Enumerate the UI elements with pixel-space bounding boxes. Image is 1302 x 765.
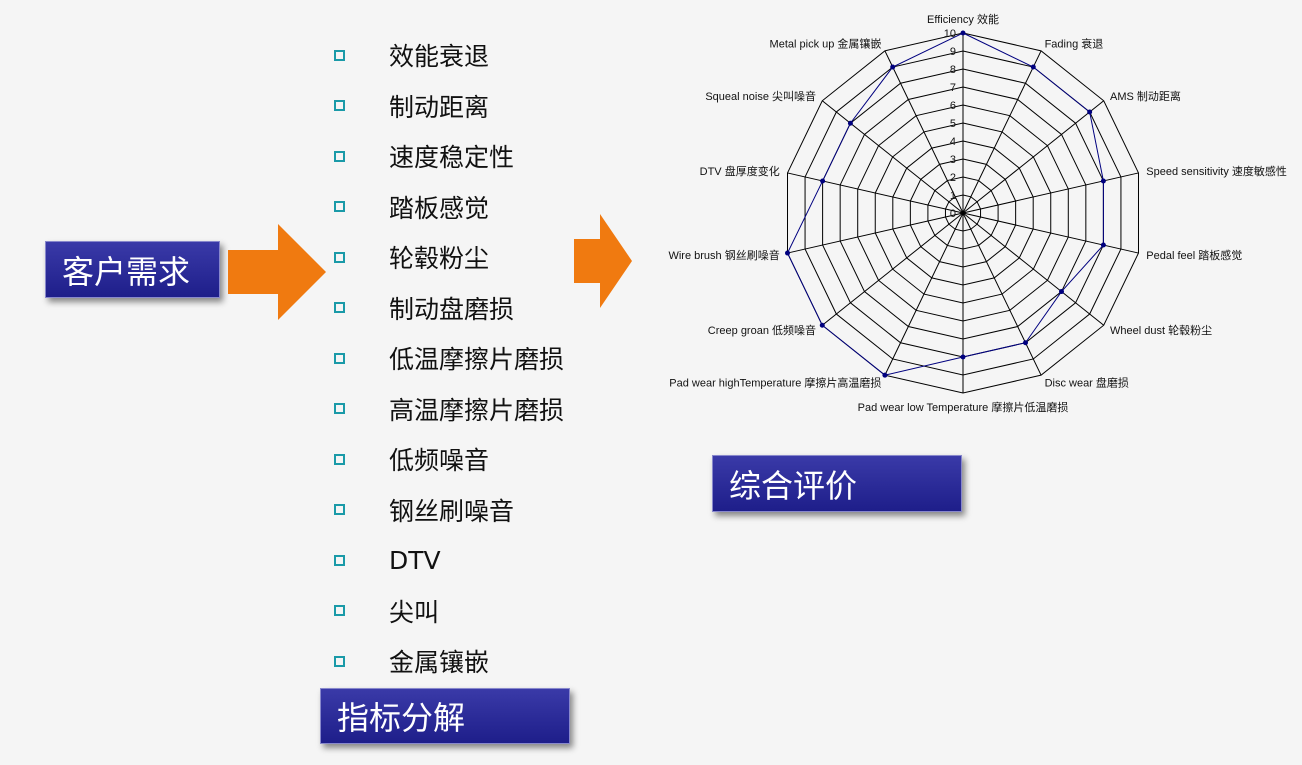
indicator-list: 效能衰退制动距离速度稳定性踏板感觉轮毂粉尘制动盘磨损低温摩擦片磨损高温摩擦片磨损…	[334, 30, 564, 687]
tick-label: 9	[950, 46, 956, 58]
tick-label: 3	[950, 154, 956, 166]
axis-label: AMS 制动距离	[1110, 89, 1181, 103]
axis-label: Squeal noise 尖叫噪音	[705, 89, 816, 103]
bullet-icon	[334, 251, 345, 263]
arrow-right-icon	[574, 214, 632, 308]
axis-label: Pad wear highTemperature 摩擦片高温磨损	[669, 375, 881, 389]
tick-label: 4	[950, 136, 956, 148]
axis-label: Wire brush 钢丝刷噪音	[668, 248, 779, 262]
tick-label: 5	[950, 118, 956, 130]
bullet-icon	[334, 554, 345, 566]
tick-label: 7	[950, 82, 956, 94]
list-item: DTV	[334, 535, 564, 586]
axis-label: Fading 衰退	[1045, 37, 1104, 51]
item-label: 踏板感觉	[389, 193, 490, 223]
bullet-icon	[334, 49, 345, 61]
item-label: 尖叫	[389, 597, 440, 627]
tick-label: 8	[950, 64, 956, 76]
list-item: 踏板感觉	[334, 182, 564, 233]
item-label: 金属镶嵌	[389, 648, 490, 678]
data-point	[960, 354, 966, 360]
data-point	[1100, 242, 1106, 248]
item-label: 高温摩擦片磨损	[389, 395, 565, 425]
list-item: 金属镶嵌	[334, 636, 564, 687]
bullet-icon	[334, 453, 345, 465]
arrow-right-icon	[228, 224, 326, 320]
axis-line	[787, 172, 964, 214]
data-point	[890, 64, 896, 70]
data-point	[1100, 178, 1106, 184]
item-label: 轮毂粉尘	[389, 244, 490, 274]
bullet-icon	[334, 150, 345, 162]
data-point	[847, 120, 853, 126]
axis-label: Speed sensitivity 速度敏感性	[1146, 164, 1287, 178]
list-item: 效能衰退	[334, 30, 564, 81]
data-point	[1059, 289, 1065, 295]
axis-label: Pedal feel 踏板感觉	[1146, 248, 1242, 262]
bullet-icon	[334, 302, 345, 314]
axis-line	[962, 50, 1042, 214]
axis-label: Pad wear low Temperature 摩擦片低温磨损	[858, 400, 1069, 414]
item-label: 效能衰退	[389, 42, 490, 72]
item-label: 速度稳定性	[389, 143, 515, 173]
item-label: 钢丝刷噪音	[389, 496, 515, 526]
item-label: DTV	[389, 545, 441, 575]
radar-chart: Efficiency 效能 Fading 衰退 AMS 制动距离 Speed sens…	[668, 12, 1287, 414]
list-item: 高温摩擦片磨损	[334, 384, 564, 435]
list-item: 低温摩擦片磨损	[334, 333, 564, 384]
data-point	[960, 30, 966, 36]
bullet-icon	[334, 201, 345, 213]
overall-evaluation-box: 综合评价	[712, 455, 962, 512]
series-line	[786, 32, 1104, 376]
list-item: 速度稳定性	[334, 131, 564, 182]
bullet-icon	[334, 100, 345, 112]
data-point	[785, 250, 791, 256]
item-label: 低温摩擦片磨损	[389, 345, 565, 375]
data-point	[1087, 109, 1093, 115]
axis-line	[962, 212, 1042, 376]
axis-line	[884, 212, 964, 376]
list-item: 制动盘磨损	[334, 283, 564, 334]
list-item: 尖叫	[334, 586, 564, 637]
axis-line	[787, 212, 964, 254]
data-point	[819, 322, 825, 328]
axis-label: Creep groan 低频噪音	[708, 323, 816, 337]
data-point	[882, 372, 888, 378]
axis-line	[962, 172, 1139, 214]
axis-label: DTV 盘厚度变化	[700, 164, 780, 178]
bullet-icon	[334, 605, 345, 617]
tick-label: 1	[950, 190, 956, 202]
axis-line	[821, 100, 964, 214]
bullet-icon	[334, 352, 345, 364]
bullet-icon	[334, 403, 345, 415]
tick-label: 6	[950, 100, 956, 112]
axis-line	[962, 212, 1139, 254]
list-item: 制动距离	[334, 81, 564, 132]
axis-line	[962, 100, 1105, 214]
tick-label: 10	[944, 28, 956, 40]
data-point	[820, 178, 826, 184]
item-label: 制动盘磨损	[389, 294, 515, 324]
bullet-icon	[334, 655, 345, 667]
item-label: 低频噪音	[389, 446, 490, 476]
axis-line	[821, 212, 964, 326]
axis-label: Disc wear 盘磨损	[1045, 375, 1129, 389]
axis-label: Metal pick up 金属镶嵌	[770, 37, 882, 51]
data-point	[1022, 340, 1028, 346]
axis-line	[962, 212, 1105, 326]
bullet-icon	[334, 504, 345, 516]
tick-label: 0	[950, 208, 956, 220]
item-label: 制动距离	[389, 92, 490, 122]
list-item: 低频噪音	[334, 434, 564, 485]
axis-line	[884, 50, 964, 214]
data-point	[1030, 64, 1036, 70]
indicator-decomposition-box: 指标分解	[320, 688, 570, 744]
axis-label: Wheel dust 轮毂粉尘	[1110, 323, 1212, 337]
list-item: 钢丝刷噪音	[334, 485, 564, 536]
list-item: 轮毂粉尘	[334, 232, 564, 283]
tick-label: 2	[950, 172, 956, 184]
axis-label: Efficiency 效能	[927, 12, 999, 26]
customer-needs-box: 客户需求	[45, 241, 220, 298]
